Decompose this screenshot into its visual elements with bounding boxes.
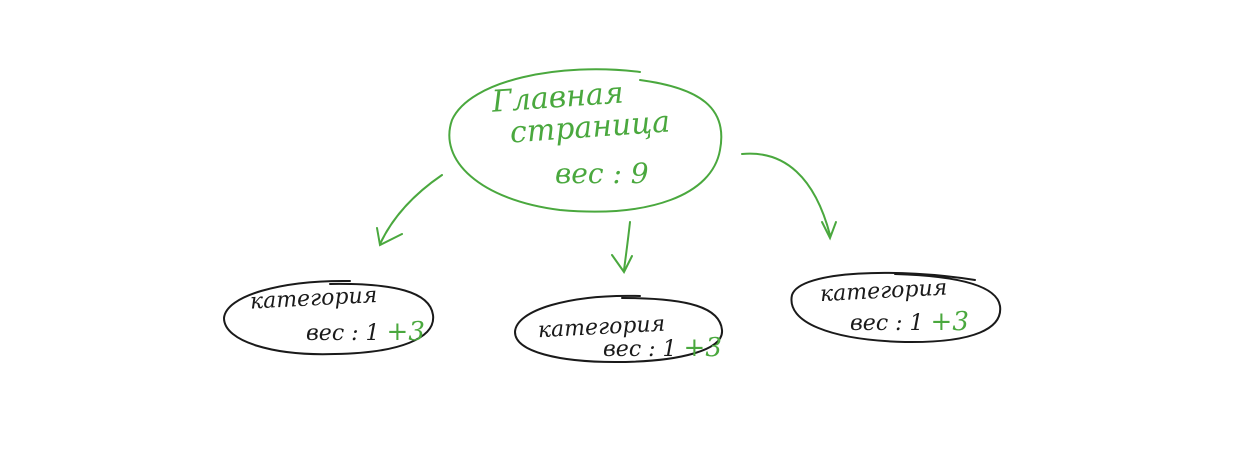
category-node-1: категория вес : 1 +3 xyxy=(222,279,435,356)
category-node-3-outline xyxy=(790,271,1002,344)
category-node-2-outline xyxy=(513,294,724,364)
root-weight: вес : 9 xyxy=(555,157,649,190)
category-bonus-3: +3 xyxy=(931,307,969,337)
category-weight-3: вес : 1 +3 xyxy=(850,307,969,337)
root-node: Главная страница вес : 9 xyxy=(448,68,723,213)
category-bonus-2: +3 xyxy=(684,333,722,363)
category-node-3: категория вес : 1 +3 xyxy=(790,271,1002,344)
category-weight-2: вес : 1 +3 xyxy=(603,333,722,363)
category-weight-2-value: вес : 1 xyxy=(603,337,677,362)
category-label-1: категория xyxy=(249,283,377,315)
category-node-1-outline xyxy=(222,279,435,356)
category-bonus-1: +3 xyxy=(387,317,425,347)
arrow-center xyxy=(611,221,633,274)
category-weight-1-value: вес : 1 xyxy=(306,321,380,346)
category-node-2: категория вес : 1 +3 xyxy=(513,294,724,364)
arrow-right xyxy=(741,152,837,241)
category-weight-1: вес : 1 +3 xyxy=(306,317,425,347)
root-node-outline xyxy=(448,68,723,213)
category-weight-3-value: вес : 1 xyxy=(850,311,924,336)
category-label-3: категория xyxy=(819,275,947,307)
arrow-left xyxy=(376,174,443,247)
